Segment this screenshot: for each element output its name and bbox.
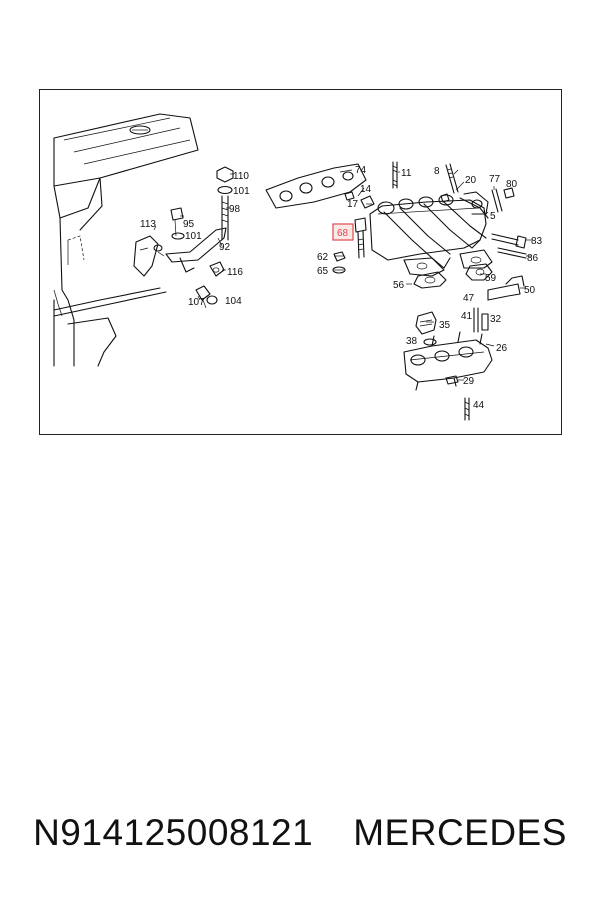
label-26: 26 bbox=[496, 343, 508, 354]
label-50: 50 bbox=[524, 285, 536, 296]
leader-lines bbox=[153, 169, 532, 381]
label-62: 62 bbox=[317, 252, 329, 263]
highlight-box-68 bbox=[332, 223, 354, 241]
label-68: 68 bbox=[337, 228, 349, 239]
engine-block-outline bbox=[53, 113, 199, 367]
label-47: 47 bbox=[463, 293, 475, 304]
label-80: 80 bbox=[506, 179, 518, 190]
throttle-linkage-parts bbox=[133, 166, 234, 309]
label-17: 17 bbox=[347, 199, 359, 210]
label-65: 65 bbox=[317, 266, 329, 277]
hose-and-fittings bbox=[415, 275, 525, 346]
label-101-bottom: 101 bbox=[185, 231, 202, 242]
label-77: 77 bbox=[489, 174, 501, 185]
label-110: 110 bbox=[233, 171, 249, 182]
lower-manifold bbox=[403, 331, 493, 421]
label-41: 41 bbox=[461, 311, 473, 322]
label-5: 5 bbox=[490, 211, 496, 222]
brand-name: MERCEDES bbox=[353, 812, 567, 853]
label-44: 44 bbox=[473, 400, 485, 411]
parts-diagram: 74 11 8 20 77 80 14 17 5 68 83 62 86 65 … bbox=[39, 89, 562, 435]
label-35: 35 bbox=[439, 320, 451, 331]
label-98: 98 bbox=[229, 204, 241, 215]
label-101-top: 101 bbox=[233, 186, 250, 197]
label-14: 14 bbox=[360, 184, 372, 195]
label-86: 86 bbox=[527, 253, 539, 264]
label-116: 116 bbox=[227, 267, 243, 278]
label-38: 38 bbox=[406, 336, 418, 347]
label-8: 8 bbox=[434, 166, 440, 177]
manifold-gasket bbox=[265, 163, 367, 209]
label-32: 32 bbox=[490, 314, 502, 325]
exploded-view-drawing: 74 11 8 20 77 80 14 17 5 68 83 62 86 65 … bbox=[53, 113, 543, 421]
part-number: N914125008121 bbox=[33, 812, 314, 853]
label-59: 59 bbox=[485, 273, 497, 284]
part-labels: 74 11 8 20 77 80 14 17 5 68 83 62 86 65 … bbox=[140, 165, 543, 411]
label-107: 107 bbox=[188, 297, 205, 308]
product-caption: N914125008121 MERCEDES bbox=[0, 808, 600, 858]
label-11: 11 bbox=[401, 168, 412, 179]
flange-gaskets bbox=[413, 263, 493, 289]
label-83: 83 bbox=[531, 236, 543, 247]
intake-manifold bbox=[369, 191, 493, 277]
label-20: 20 bbox=[465, 175, 477, 186]
label-56: 56 bbox=[393, 280, 405, 291]
label-92: 92 bbox=[219, 242, 231, 253]
label-104: 104 bbox=[225, 296, 242, 307]
label-113: 113 bbox=[140, 219, 156, 230]
label-74: 74 bbox=[355, 165, 367, 176]
label-29: 29 bbox=[463, 376, 475, 387]
label-95: 95 bbox=[183, 219, 195, 230]
